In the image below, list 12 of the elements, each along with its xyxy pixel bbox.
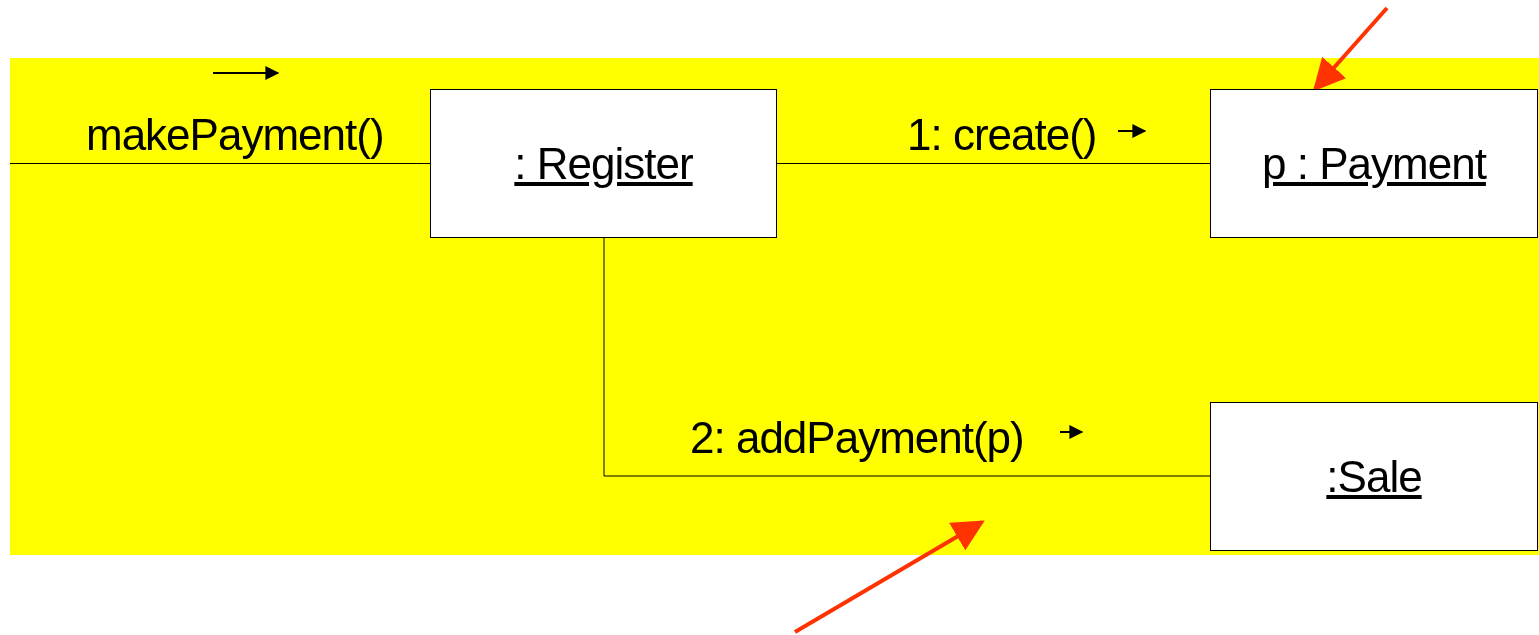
link-line [603,237,1211,477]
message-label: makePayment() [86,113,384,157]
object-box [1210,89,1538,238]
link-line [9,163,431,164]
message-label: 1: create() [907,113,1097,157]
object-box [1210,402,1538,551]
object-name: p : Payment [1262,138,1486,189]
object-box [430,89,777,238]
message-label: 2: addPayment(p) [690,416,1024,460]
link-line [776,163,1211,164]
object-name: : Register [514,138,693,189]
object-name: :Sale [1326,451,1422,502]
